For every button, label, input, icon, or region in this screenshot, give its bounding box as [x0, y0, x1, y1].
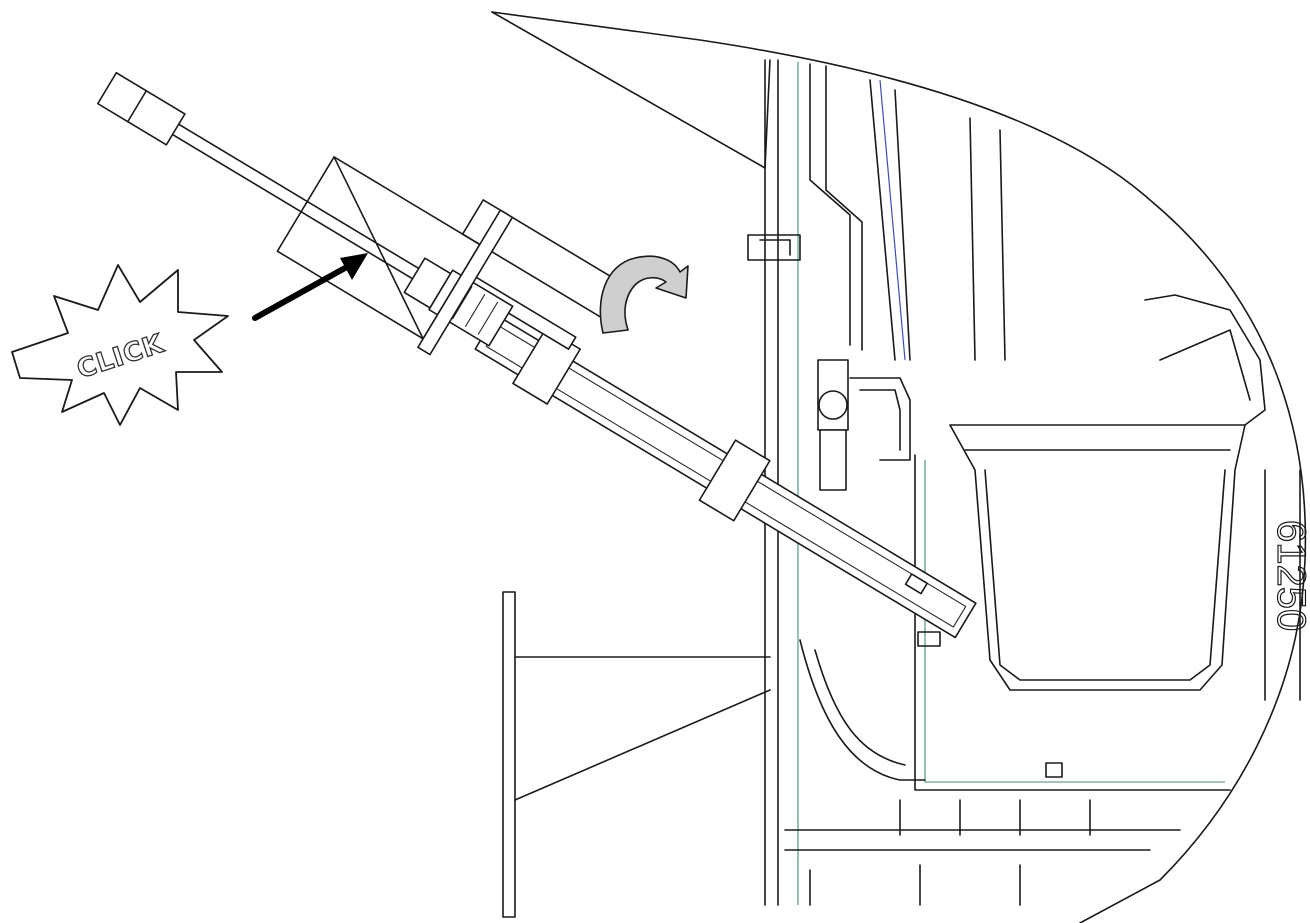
arrowhead-icon: [340, 253, 368, 280]
blue-edge: [879, 79, 906, 361]
lower-box-tab: [1045, 762, 1063, 778]
valve-fitting: [817, 359, 911, 491]
curved-arrow-icon: [599, 255, 689, 334]
sensor-probe-assembly: [96, 71, 977, 639]
starburst-icon: [11, 264, 229, 426]
housing-detail-view: 61250: [491, 11, 1310, 923]
upper-clip: [747, 234, 801, 261]
insert-direction-arrow: [252, 253, 368, 321]
cup-component: [949, 424, 1246, 691]
rotate-direction-arrow: [599, 255, 689, 334]
part-code-marking: 61250: [1269, 520, 1310, 631]
end-plug: [96, 71, 186, 146]
duct-curve: [799, 639, 926, 781]
hood-flap: [491, 11, 771, 169]
detail-outline: [491, 11, 1307, 923]
click-callout: CLICK: [11, 264, 229, 426]
cup-lip: [1144, 294, 1266, 426]
mounting-bracket: [502, 591, 771, 918]
